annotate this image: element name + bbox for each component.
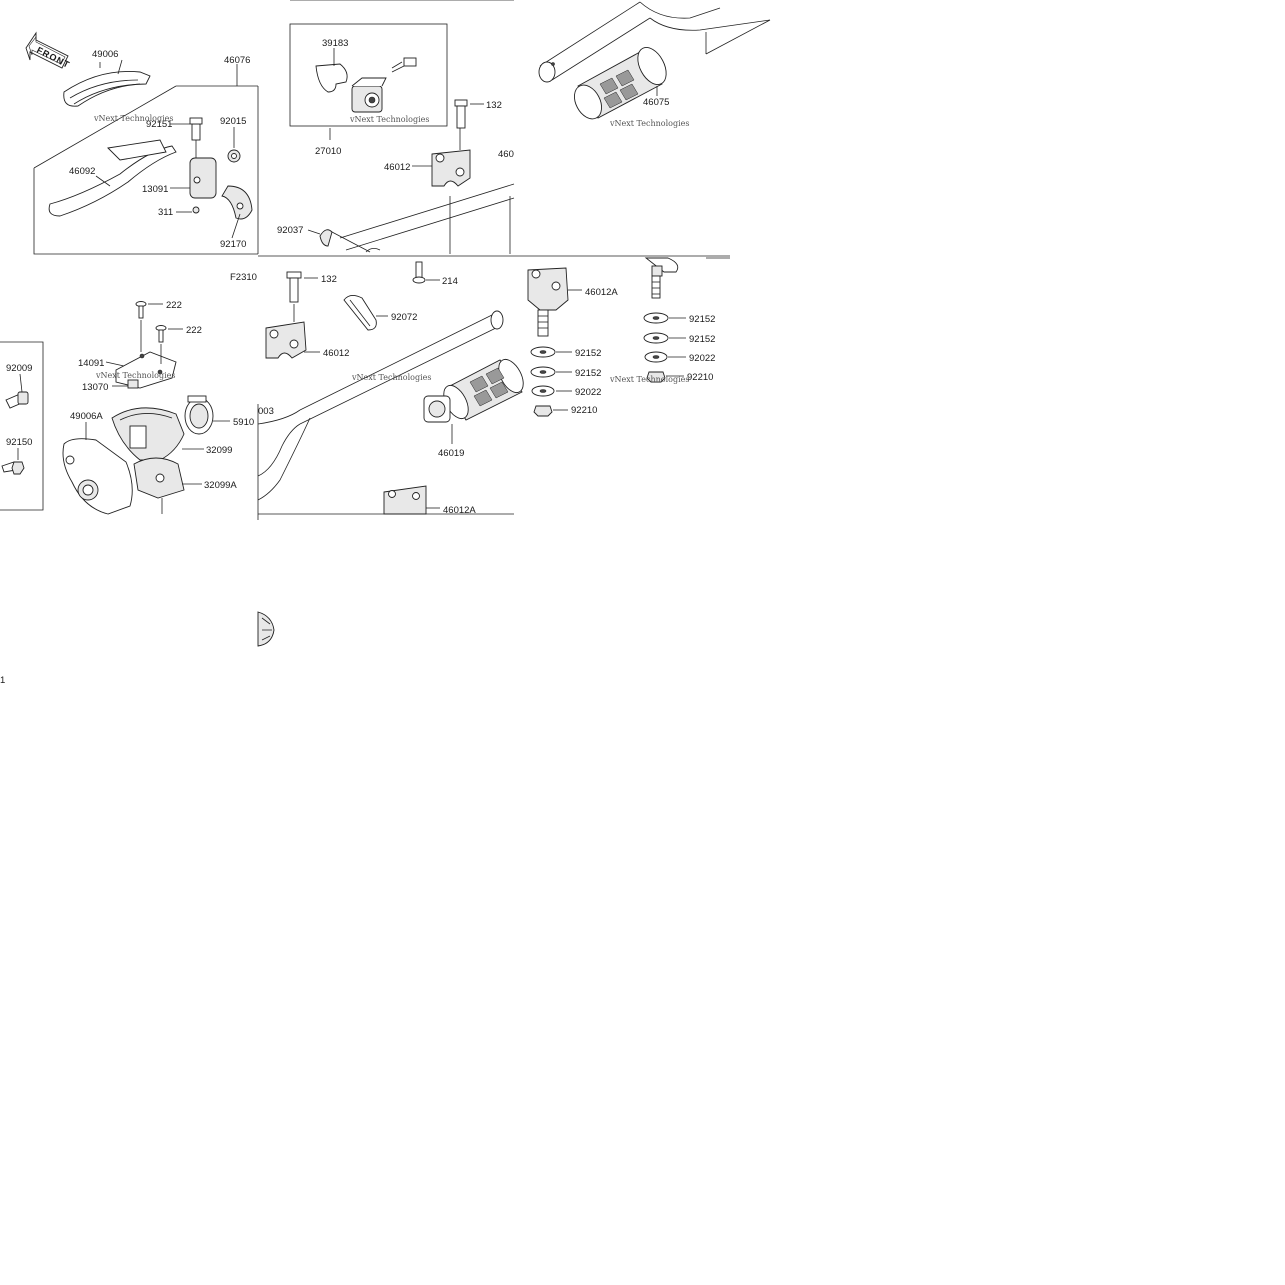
part-label-32099: 32099 <box>206 445 232 456</box>
brake-lever-part <box>48 139 177 217</box>
bar-end-icon <box>538 61 556 83</box>
part-label-92152-d: 92152 <box>689 334 715 345</box>
switch-housing-part <box>315 57 417 113</box>
part-label-132-lower: 132 <box>321 274 337 285</box>
washer-stack-left <box>530 346 556 417</box>
part-label-46019: 46019 <box>438 448 464 459</box>
throttle-upper-32099-part <box>111 407 185 461</box>
part-label-92022-b: 92022 <box>689 353 715 364</box>
part-label-92009: 92009 <box>6 363 32 374</box>
part-label-46012-top: 46012 <box>384 162 410 173</box>
watermark-6: vNext Technologies <box>95 371 175 380</box>
part-label-92072: 92072 <box>391 312 417 323</box>
part-label-46012A-upper: 46012A <box>585 287 618 298</box>
cable-clip-part <box>319 229 333 247</box>
part-label-132-top: 132 <box>486 100 502 111</box>
lower-clamp-part <box>265 321 307 359</box>
part-label-13070: 13070 <box>82 382 108 393</box>
small-bolt-214-part <box>412 261 426 284</box>
part-label-49006A: 49006A <box>70 411 103 422</box>
throttle-housing-49006A-part <box>62 438 133 515</box>
part-label-92152-c: 92152 <box>689 314 715 325</box>
grip-fragment-part <box>257 611 275 647</box>
part-label-32099A: 32099A <box>204 480 237 491</box>
part-label-92015: 92015 <box>220 116 246 127</box>
part-label-92037: 92037 <box>277 225 303 236</box>
part-label-46076: 46076 <box>224 55 250 66</box>
part-label-92150: 92150 <box>6 437 32 448</box>
part-label-27010: 27010 <box>315 146 341 157</box>
part-label-39183: 39183 <box>322 38 348 49</box>
upper-clamp-part <box>431 149 471 187</box>
part-label-14091: 14091 <box>78 358 104 369</box>
part-label-46012-lower: 46012 <box>323 348 349 359</box>
throttle-cover-part <box>115 351 177 389</box>
page-number: 1 <box>0 675 5 686</box>
part-label-92170: 92170 <box>220 239 246 250</box>
bolt-132-lower-part <box>286 271 302 303</box>
screw-222-a-part <box>135 301 147 319</box>
throttle-pulley-5910-part <box>184 395 214 435</box>
clamp-bolt-part <box>454 99 468 129</box>
watermark-5: vNext Technologies <box>609 375 689 384</box>
switch-box <box>289 23 448 127</box>
diagram-code: F2310 <box>230 272 257 283</box>
handlebar-grip-left-part <box>423 358 524 423</box>
screw-222-b-part <box>155 325 167 343</box>
watermark-2: vNext Technologies <box>349 115 429 124</box>
part-label-311: 311 <box>158 207 173 218</box>
part-label-003: 003 <box>258 406 274 417</box>
washer-stack-right <box>643 257 679 383</box>
lever-clamp-part <box>189 117 253 220</box>
part-label-92152-b: 92152 <box>575 368 601 379</box>
part-label-92022-a: 92022 <box>575 387 601 398</box>
watermark-3: vNext Technologies <box>609 119 689 128</box>
part-label-46092: 46092 <box>69 166 95 177</box>
lever-guard-part <box>63 62 151 107</box>
part-label-92152-a: 92152 <box>575 348 601 359</box>
watermark-4: vNext Technologies <box>351 373 431 382</box>
front-arrow-icon: FRONT <box>25 31 72 70</box>
part-label-92151: 92151 <box>146 119 172 130</box>
handlebar-grip-right-part <box>573 47 667 120</box>
part-label-92210-b: 92210 <box>687 372 713 383</box>
part-label-222-b: 222 <box>186 325 202 336</box>
part-label-460: 460 <box>498 149 514 160</box>
riser-clamp-lower-part <box>383 485 427 515</box>
riser-46012A-part <box>527 267 569 337</box>
part-label-13091: 13091 <box>142 184 168 195</box>
part-label-214: 214 <box>442 276 458 287</box>
part-label-5910: 5910 <box>233 417 254 428</box>
part-label-46075: 46075 <box>643 97 669 108</box>
bolt-92009-part <box>5 391 29 409</box>
part-label-92210-a: 92210 <box>571 405 597 416</box>
part-label-222-a: 222 <box>166 300 182 311</box>
watermark-1: vNext Technologies <box>93 114 173 123</box>
bolt-92150-part <box>1 461 25 475</box>
part-label-49006: 49006 <box>92 49 118 60</box>
throttle-lower-32099A-part <box>133 457 185 499</box>
part-label-46012A-lower: 46012A <box>443 505 476 516</box>
cable-band-part <box>343 295 377 331</box>
